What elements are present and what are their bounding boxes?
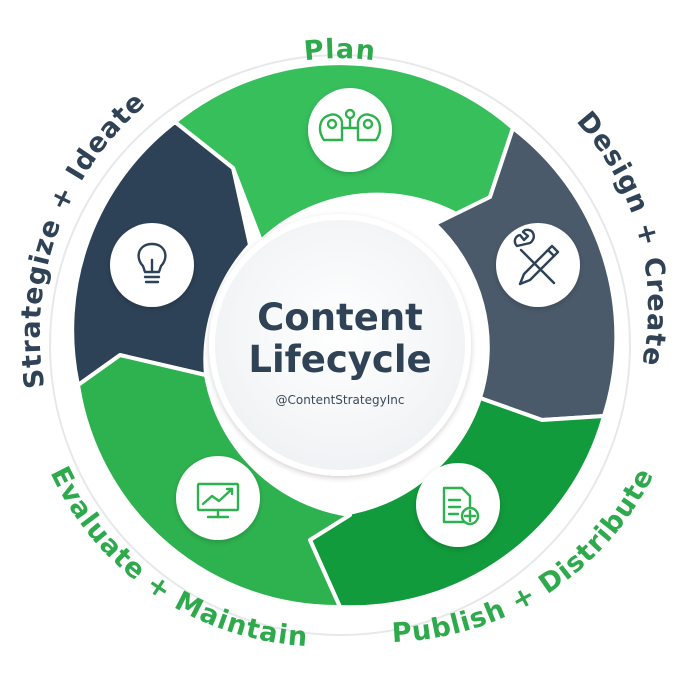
evaluate-badge — [176, 456, 260, 540]
lightbulb-icon — [137, 242, 167, 284]
design-badge — [496, 223, 580, 307]
social-handle: @ContentStrategyInc — [276, 393, 405, 407]
outer-ring-edge — [49, 54, 631, 636]
brain-gears-icon — [318, 108, 382, 142]
center-circle — [209, 214, 471, 476]
stage-label-plan: Plan — [303, 34, 378, 67]
document-add-icon — [442, 486, 480, 526]
strategize-badge — [110, 223, 194, 307]
chart-monitor-icon — [196, 482, 240, 519]
center-title-line1: Content — [257, 296, 423, 339]
plan-badge — [308, 88, 392, 172]
publish-badge — [416, 463, 500, 547]
center-title-line2: Lifecycle — [248, 338, 431, 381]
wrench-pencil-icon — [513, 228, 560, 286]
